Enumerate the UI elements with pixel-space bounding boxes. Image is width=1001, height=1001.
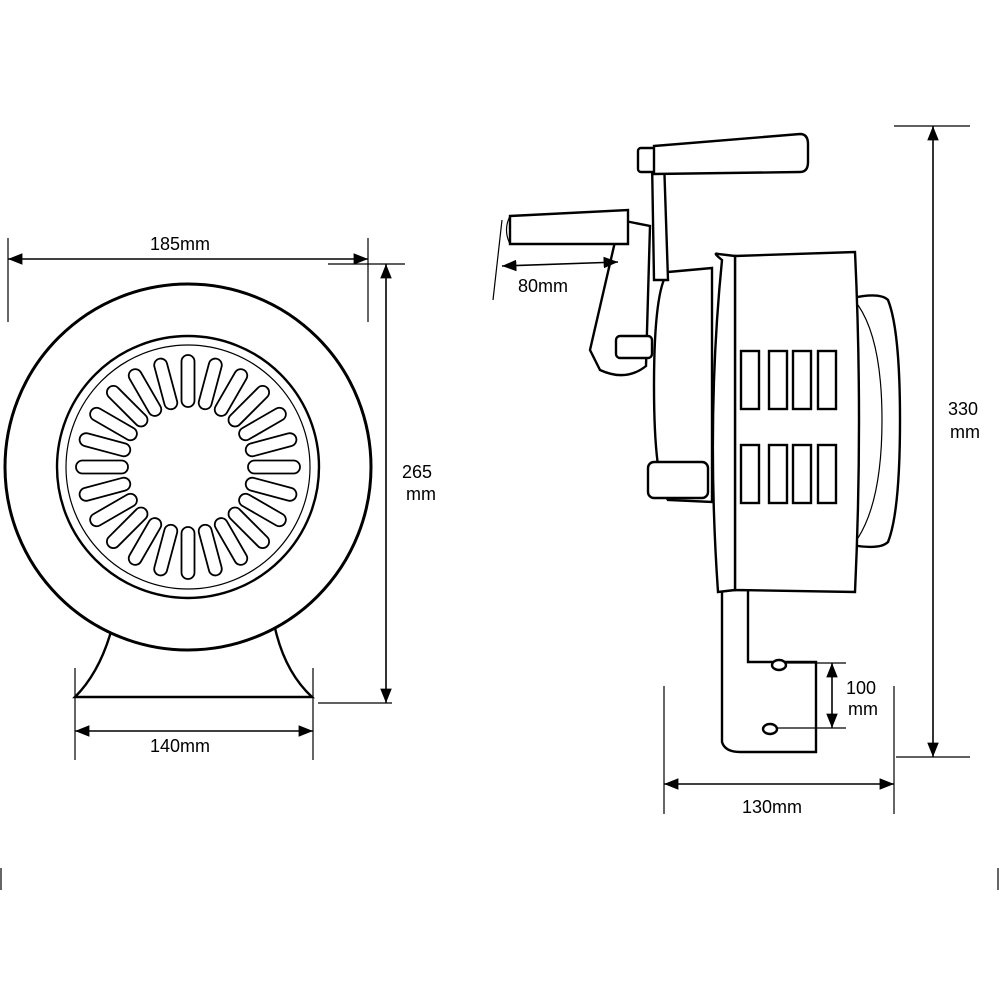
lever-handle (508, 208, 630, 246)
grille-slot (244, 476, 298, 502)
grille-slot (78, 432, 132, 458)
front-view: 185mm 265 mm 140mm (3, 234, 436, 760)
vent-slot (791, 349, 813, 411)
base-label: 140mm (150, 736, 210, 756)
grille-slot (197, 523, 223, 577)
crank-arm (650, 158, 670, 282)
height-label-value: 265 (402, 462, 432, 482)
grille-slot (227, 506, 270, 549)
grille-slot (127, 368, 163, 417)
grille-slot (127, 517, 163, 566)
hole-spacing-value: 100 (846, 678, 876, 698)
grille-slot (180, 526, 196, 580)
grille-slot (197, 357, 223, 411)
grille-slot (75, 459, 129, 475)
grille-slot (213, 517, 249, 566)
grille-slot (89, 492, 138, 528)
grille-slot (153, 523, 179, 577)
vent-slot (816, 443, 838, 505)
overall-height-value: 330 (948, 399, 978, 419)
grille-slot (238, 492, 287, 528)
grille-slot (180, 354, 196, 408)
overall-height-unit: mm (950, 422, 980, 442)
grille-slot (227, 385, 270, 428)
grille-slot (78, 476, 132, 502)
mounting-bracket (720, 588, 818, 754)
crank-handle (652, 132, 810, 176)
grille-rim-inner (65, 344, 311, 590)
bracket-hole-top (770, 658, 788, 672)
side-view: 80mm 330 mm 100 mm 130mm (492, 125, 980, 817)
handle-label: 80mm (518, 276, 568, 296)
grille-slot (238, 406, 287, 442)
grille-slot (244, 432, 298, 458)
grille-slot (153, 357, 179, 411)
vent-slot (739, 443, 761, 505)
vent-slot (767, 349, 789, 411)
vent-slot (739, 349, 761, 411)
grille-slots (75, 354, 301, 580)
handle-dimension-line (501, 256, 619, 272)
vent-slot (791, 443, 813, 505)
vent-slot (767, 443, 789, 505)
height-label-unit: mm (406, 484, 436, 504)
siren-drum (733, 250, 861, 594)
grille-slot (106, 385, 149, 428)
grille-slot (213, 368, 249, 417)
grille-slot (247, 459, 301, 475)
width-label: 185mm (150, 234, 210, 254)
grille-slot (106, 506, 149, 549)
front-flange (711, 252, 737, 594)
vent-slot (816, 349, 838, 411)
depth-label: 130mm (742, 797, 802, 817)
grille-slot (89, 406, 138, 442)
rear-rim (850, 294, 902, 549)
bracket-hole-bottom (761, 722, 779, 736)
hole-spacing-unit: mm (848, 699, 878, 719)
